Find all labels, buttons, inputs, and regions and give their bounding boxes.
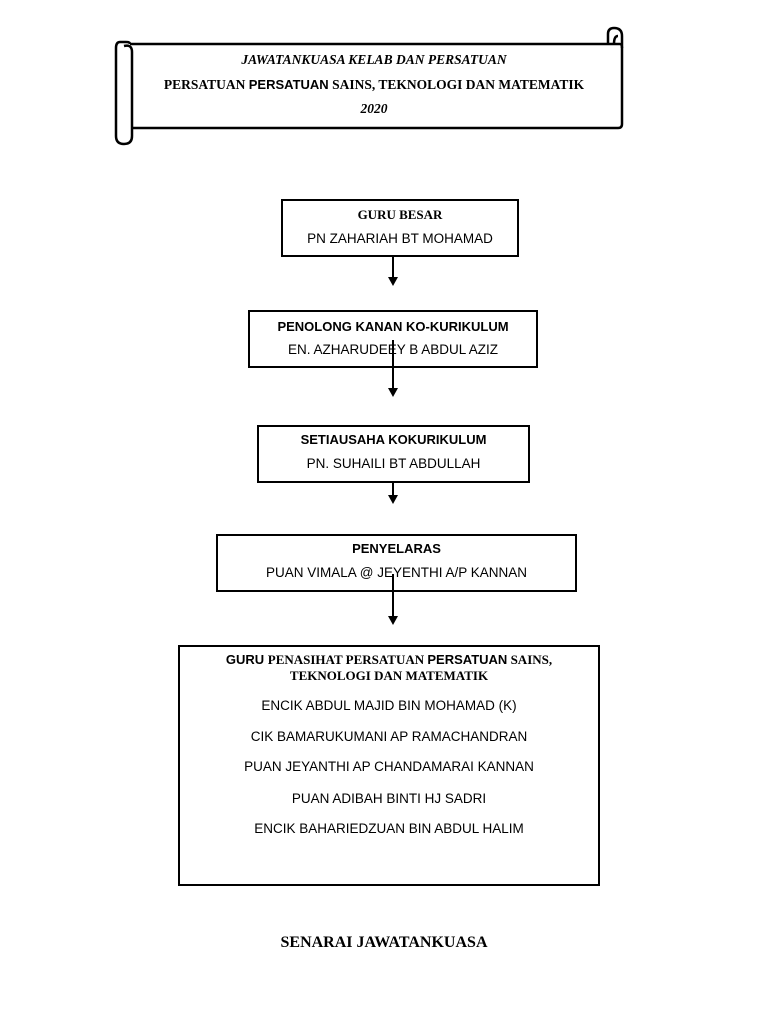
- connector-2: [392, 340, 394, 388]
- banner-year: 2020: [360, 101, 388, 116]
- member-item: ENCIK BAHARIEDZUAN BIN ABDUL HALIM: [254, 821, 524, 836]
- connector-1: [392, 257, 394, 277]
- member-item: CIK BAMARUKUMANI AP RAMACHANDRAN: [250, 729, 528, 744]
- node-guru-besar-name: PN ZAHARIAH BT MOHAMAD: [307, 231, 493, 246]
- banner-line2-part3: SAINS, TEKNOLOGI DAN MATEMATIK: [328, 77, 585, 92]
- member-item: PUAN ADIBAH BINTI HJ SADRI: [291, 791, 487, 806]
- arrowhead-4: [388, 616, 398, 625]
- title-part-sains: SAINS,: [507, 652, 553, 667]
- node-penyelaras-name: PUAN VIMALA @ JEYENTHI A/P KANNAN: [265, 565, 528, 580]
- arrowhead-1: [388, 277, 398, 286]
- member-item: ENCIK ABDUL MAJID BIN MOHAMAD (K): [261, 698, 517, 713]
- node-setiausaha-title: SETIAUSAHA KOKURIKULUM: [300, 432, 487, 447]
- title-part-guru: GURU: [225, 652, 268, 667]
- banner-title-line2: PERSATUAN PERSATUAN SAINS, TEKNOLOGI DAN…: [130, 77, 618, 93]
- node-penolong-kanan-title: PENOLONG KANAN KO-KURIKULUM: [277, 319, 509, 334]
- title-line2: TEKNOLOGI DAN MATEMATIK: [289, 668, 489, 683]
- node-setiausaha: SETIAUSAHA KOKURIKULUM PN. SUHAILI BT AB…: [257, 425, 530, 483]
- node-penyelaras-title: PENYELARAS: [352, 541, 441, 556]
- title-part-penasihat: PENASIHAT PERSATUAN: [267, 652, 428, 667]
- node-guru-besar: GURU BESAR PN ZAHARIAH BT MOHAMAD: [281, 199, 519, 257]
- title-part-persatuan: PERSATUAN: [427, 652, 508, 667]
- connector-3: [392, 483, 394, 495]
- scroll-banner-shape: [114, 26, 624, 146]
- connector-4: [392, 574, 394, 616]
- banner-line2-part1: PERSATUAN: [163, 77, 249, 92]
- arrowhead-3: [388, 495, 398, 504]
- node-guru-penasihat: GURU PENASIHAT PERSATUAN PERSATUAN SAINS…: [178, 645, 600, 886]
- arrowhead-2: [388, 388, 398, 397]
- node-setiausaha-name: PN. SUHAILI BT ABDULLAH: [306, 456, 481, 471]
- banner-line2-part2: PERSATUAN: [248, 77, 329, 92]
- banner-title-line1: JAWATANKUASA KELAB DAN PERSATUAN: [241, 52, 507, 67]
- node-penyelaras: PENYELARAS PUAN VIMALA @ JEYENTHI A/P KA…: [216, 534, 577, 592]
- footer-caption: SENARAI JAWATANKUASA: [280, 934, 488, 951]
- member-item: PUAN JEYANTHI AP CHANDAMARAI KANNAN: [244, 759, 534, 774]
- node-guru-penasihat-title: GURU PENASIHAT PERSATUAN PERSATUAN SAINS…: [180, 652, 598, 684]
- node-guru-besar-title: GURU BESAR: [357, 207, 443, 222]
